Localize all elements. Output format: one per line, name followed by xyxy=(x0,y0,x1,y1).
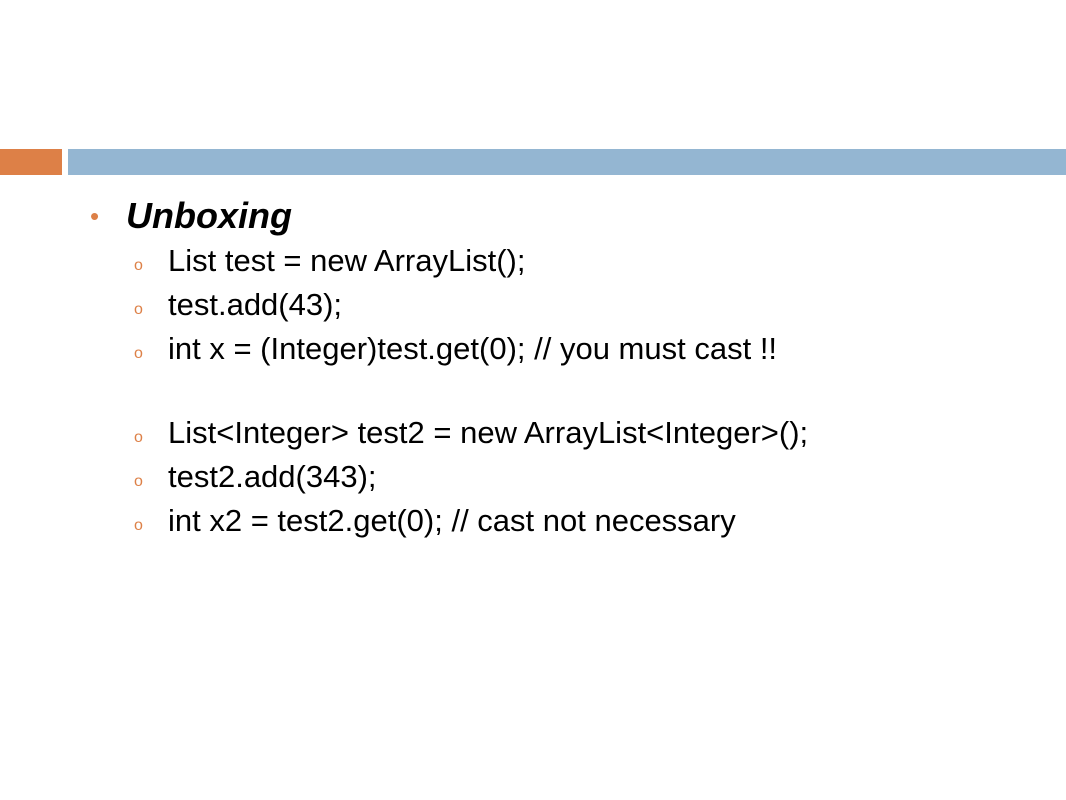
circle-bullet-icon: o xyxy=(134,257,143,274)
code-line: List<Integer> test2 = new ArrayList<Inte… xyxy=(168,415,809,450)
slide-heading: Unboxing xyxy=(126,195,292,236)
bullet-dot-icon: • xyxy=(90,201,100,231)
circle-bullet-icon: o xyxy=(134,517,143,534)
accent-bar-blue xyxy=(68,149,1066,175)
code-line: test2.add(343); xyxy=(168,459,377,494)
code-line-list: o List test = new ArrayList(); o test.ad… xyxy=(90,239,1050,543)
list-item: o test2.add(343); xyxy=(90,455,1050,499)
circle-bullet-icon: o xyxy=(134,429,143,446)
circle-bullet-icon: o xyxy=(134,301,143,318)
list-item: o List<Integer> test2 = new ArrayList<In… xyxy=(90,411,1050,455)
list-item: o List test = new ArrayList(); xyxy=(90,239,1050,283)
code-line: List test = new ArrayList(); xyxy=(168,243,526,278)
list-item: o int x = (Integer)test.get(0); // you m… xyxy=(90,327,1050,371)
circle-bullet-icon: o xyxy=(134,473,143,490)
circle-bullet-icon: o xyxy=(134,345,143,362)
list-item: o int x2 = test2.get(0); // cast not nec… xyxy=(90,499,1050,543)
code-line: int x = (Integer)test.get(0); // you mus… xyxy=(168,331,778,366)
slide-content: • Unboxing o List test = new ArrayList()… xyxy=(90,193,1050,543)
bullet-heading-row: • Unboxing xyxy=(90,193,1050,239)
code-line: int x2 = test2.get(0); // cast not neces… xyxy=(168,503,736,538)
accent-bar-orange xyxy=(0,149,62,175)
code-line: test.add(43); xyxy=(168,287,343,322)
list-item: o test.add(43); xyxy=(90,283,1050,327)
